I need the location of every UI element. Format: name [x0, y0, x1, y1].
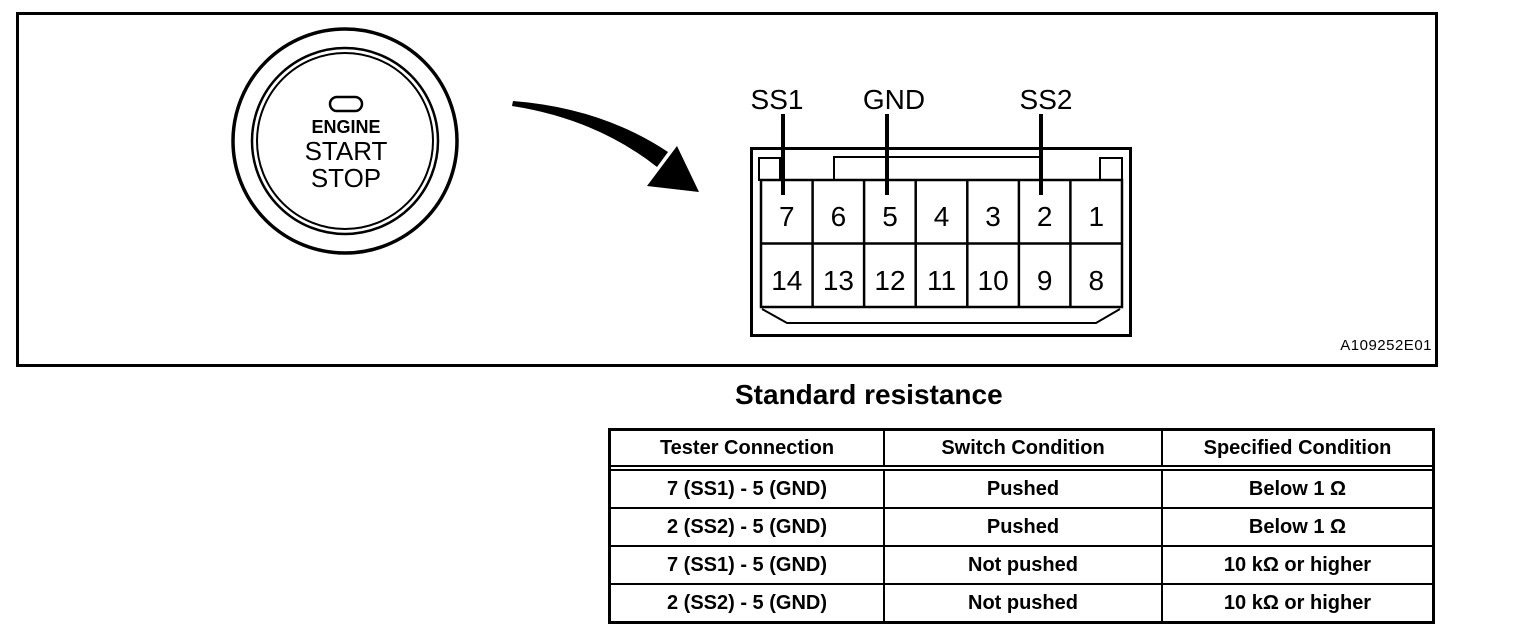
switch-condition-value: Pushed — [885, 471, 1163, 507]
pin-number: 6 — [831, 201, 847, 232]
pin-number: 7 — [779, 201, 795, 232]
connector-pinout-diagram: SS1 GND SS2 7 6 5 4 3 2 1 14 13 12 11 1 — [750, 84, 1132, 337]
tester-connection-value: 7 (SS1) - 5 (GND) — [611, 471, 885, 507]
tester-connection-value: 2 (SS2) - 5 (GND) — [611, 509, 885, 545]
connector-bottom-chamfer — [761, 308, 1121, 324]
pin-number: 8 — [1089, 265, 1105, 296]
pin-number: 10 — [978, 265, 1009, 296]
switch-condition-value: Not pushed — [885, 547, 1163, 583]
terminal-label-ss2: SS2 — [1020, 84, 1073, 115]
connector-housing — [750, 147, 1132, 337]
figure-ref-code: A109252E01 — [1340, 337, 1432, 354]
pin-number: 5 — [882, 201, 898, 232]
button-label-stop: STOP — [311, 163, 381, 193]
switch-condition-value: Pushed — [885, 509, 1163, 545]
terminal-label-ss1: SS1 — [751, 84, 804, 115]
tester-connection-value: 2 (SS2) - 5 (GND) — [611, 585, 885, 621]
button-label-engine: ENGINE — [311, 117, 380, 137]
standard-resistance-table: Tester Connection Switch Condition Speci… — [608, 428, 1435, 624]
connector-key-slot — [833, 156, 1042, 181]
button-outer-ring — [231, 27, 459, 255]
pin-number: 12 — [874, 265, 905, 296]
tester-connection-value: 7 (SS1) - 5 (GND) — [611, 547, 885, 583]
switch-condition-value: Not pushed — [885, 585, 1163, 621]
table-row: 7 (SS1) - 5 (GND) Pushed Below 1 Ω — [611, 471, 1432, 507]
button-inner-ring — [256, 52, 434, 230]
table-title: Standard resistance — [735, 379, 1003, 410]
specified-condition-value: Below 1 Ω — [1248, 515, 1347, 538]
connector-right-lug — [1099, 157, 1123, 181]
table-row: 2 (SS2) - 5 (GND) Not pushed 10 kΩ or hi… — [611, 583, 1432, 621]
table-row: 2 (SS2) - 5 (GND) Pushed Below 1 Ω — [611, 507, 1432, 545]
pin-number: 2 — [1037, 201, 1053, 232]
engine-start-stop-button-icon: ENGINE START STOP — [231, 27, 459, 255]
table-header-row: Tester Connection Switch Condition Speci… — [611, 431, 1432, 471]
pin-number: 4 — [934, 201, 950, 232]
column-header-specified-condition: Specified Condition — [1203, 436, 1392, 459]
pin-number: 11 — [927, 265, 956, 296]
pin-number: 1 — [1089, 201, 1105, 232]
button-label-start: START — [305, 136, 388, 166]
terminal-label-gnd: GND — [863, 84, 925, 115]
pin-number: 9 — [1037, 265, 1053, 296]
specified-condition-value: 10 kΩ or higher — [1223, 553, 1372, 576]
pin-number: 3 — [985, 201, 1001, 232]
button-middle-ring — [250, 46, 440, 236]
column-header-tester-connection: Tester Connection — [611, 431, 885, 465]
connector-left-lug — [758, 157, 781, 181]
figure-frame — [16, 12, 1438, 367]
table-row: 7 (SS1) - 5 (GND) Not pushed 10 kΩ or hi… — [611, 545, 1432, 583]
pointer-arrow-icon — [512, 101, 699, 192]
pin-number: 14 — [771, 265, 802, 296]
specified-condition-value: Below 1 Ω — [1248, 477, 1347, 500]
pin-number: 13 — [823, 265, 854, 296]
column-header-switch-condition: Switch Condition — [885, 431, 1163, 465]
specified-condition-value: 10 kΩ or higher — [1223, 591, 1372, 614]
indicator-lamp-icon — [328, 95, 364, 113]
